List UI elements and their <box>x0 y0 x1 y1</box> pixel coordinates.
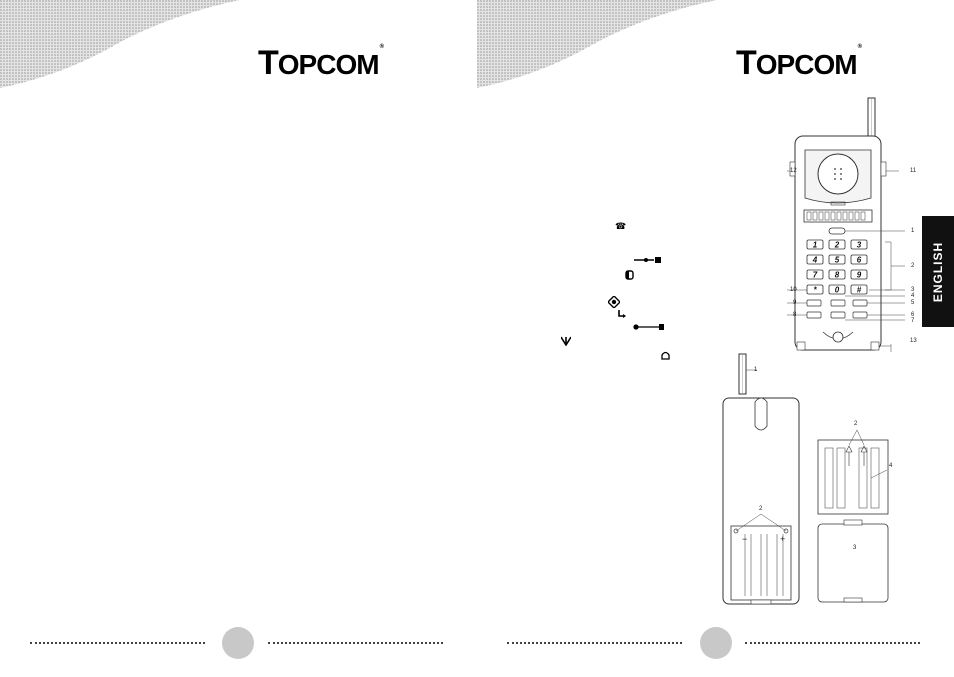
callout-13: 13 <box>910 338 917 344</box>
keypad-key <box>806 284 824 295</box>
language-tab: ENGLISH <box>922 216 954 327</box>
intercom-icon <box>608 296 620 308</box>
keypad-key-label: 6 <box>857 256 862 265</box>
footer-dotted-rule <box>507 642 682 644</box>
keypad-key-label: * <box>813 286 817 295</box>
handset-back-diagram <box>722 353 800 605</box>
callout-1: 1 <box>911 228 915 234</box>
keypad: 1 2 3 4 5 6 7 8 9 * 0 # <box>806 239 868 295</box>
keypad-key-label: 9 <box>857 271 862 280</box>
keypad-key <box>828 239 846 250</box>
battery-callout-contacts: 2 <box>854 421 858 427</box>
callout-8: 8 <box>793 312 797 318</box>
right-page: TOPCOM® ☎ <box>477 0 954 677</box>
callout-4: 4 <box>911 293 915 299</box>
page-number-circle <box>222 627 254 659</box>
callout-11: 11 <box>910 168 917 174</box>
callout-12: 12 <box>790 168 797 174</box>
keypad-key <box>828 284 846 295</box>
battery-diagram <box>817 429 889 603</box>
language-tab-label: ENGLISH <box>931 241 945 302</box>
keypad-key-label: # <box>857 286 862 295</box>
line-icon <box>634 257 661 263</box>
redial-icon <box>625 270 634 280</box>
antenna-signal-icon <box>561 336 571 346</box>
header-swoosh <box>0 0 240 88</box>
keypad-key-label: 1 <box>813 241 818 250</box>
keypad-key <box>850 284 868 295</box>
header-swoosh <box>477 0 717 88</box>
callout-5: 5 <box>911 300 915 306</box>
left-page: TOPCOM® <box>0 0 477 659</box>
keypad-key-label: 3 <box>857 241 862 250</box>
polarity-minus: − <box>742 534 748 544</box>
callout-6: 6 <box>911 312 915 318</box>
keypad-key <box>828 269 846 280</box>
page-footer <box>0 627 477 659</box>
keypad-key-label: 4 <box>812 256 818 265</box>
keypad-key <box>828 254 846 265</box>
flash-icon <box>618 310 626 318</box>
keypad-key-label: 0 <box>835 286 840 295</box>
callout-10: 10 <box>790 287 797 293</box>
page-footer <box>477 627 954 659</box>
footer-dotted-rule <box>745 642 920 644</box>
keypad-key <box>806 269 824 280</box>
callout-3: 3 <box>911 287 915 293</box>
callout-9: 9 <box>793 300 797 306</box>
keypad-key <box>850 269 868 280</box>
back-callout-contacts: 2 <box>759 506 763 512</box>
battery-callout-pack: 4 <box>889 463 893 469</box>
callout-2: 2 <box>911 263 915 269</box>
keypad-key <box>806 254 824 265</box>
footer-dotted-rule <box>30 642 205 644</box>
keypad-key-label: 5 <box>835 256 840 265</box>
keypad-key-label: 8 <box>835 271 840 280</box>
keypad-key <box>850 254 868 265</box>
footer-dotted-rule <box>268 642 443 644</box>
keypad-key-label: 7 <box>813 271 818 280</box>
topcom-logo: TOPCOM® <box>736 44 862 82</box>
page-number-circle <box>700 627 732 659</box>
topcom-logo: TOPCOM® <box>258 44 384 82</box>
keypad-key-label: 2 <box>834 241 840 250</box>
battery-callout-cover: 3 <box>853 545 857 551</box>
back-callout-antenna: 1 <box>754 367 758 373</box>
callout-7: 7 <box>911 318 915 324</box>
polarity-plus: + <box>780 534 786 544</box>
keypad-key <box>850 239 868 250</box>
bell-icon <box>661 351 670 360</box>
handset-icon: ☎ <box>615 222 627 232</box>
keypad-key <box>806 239 824 250</box>
pairing-icon <box>633 324 664 330</box>
